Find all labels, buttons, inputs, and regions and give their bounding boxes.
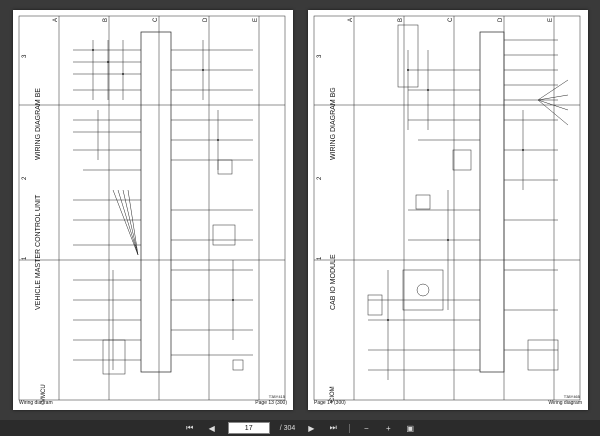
column-number: 2 bbox=[22, 176, 28, 180]
row-letter: E bbox=[253, 17, 259, 22]
wiring-diagram-be bbox=[18, 15, 286, 401]
last-page-icon[interactable]: ⏭ bbox=[329, 423, 337, 432]
row-letter: D bbox=[498, 17, 504, 22]
page-title: CAB IO MODULE bbox=[330, 254, 337, 310]
next-page-icon[interactable]: ▶ bbox=[308, 423, 315, 433]
column-number: 3 bbox=[317, 54, 323, 58]
viewer-toolbar: ⏮ ◀ 17 / 304 ▶ ⏭ − + ▣ bbox=[0, 420, 600, 436]
document-page-left: VMCU VEHICLE MASTER CONTROL UNIT WIRING … bbox=[13, 10, 293, 410]
row-letter: E bbox=[548, 17, 554, 22]
toolbar-divider bbox=[349, 423, 351, 433]
document-page-right: CIOM CAB IO MODULE WIRING DIAGRAM BG Pag… bbox=[308, 10, 588, 410]
page-total: / 304 bbox=[279, 424, 296, 432]
column-number: 2 bbox=[317, 176, 323, 180]
row-letter: B bbox=[398, 17, 404, 22]
page-number-input[interactable]: 17 bbox=[227, 422, 270, 434]
row-letter: A bbox=[348, 17, 354, 22]
row-letter: A bbox=[53, 17, 59, 22]
fit-page-icon[interactable]: ▣ bbox=[406, 423, 415, 433]
diagram-title: WIRING DIAGRAM BE bbox=[35, 88, 42, 160]
footer-right: Page 13 (300) bbox=[255, 400, 287, 406]
footer-right: Wiring diagram bbox=[548, 400, 582, 406]
diagram-title: WIRING DIAGRAM BG bbox=[330, 87, 337, 160]
figure-code: T38Y465 bbox=[563, 394, 580, 399]
row-letter: C bbox=[153, 17, 159, 22]
column-number: 3 bbox=[22, 54, 28, 58]
page-title: VEHICLE MASTER CONTROL UNIT bbox=[35, 194, 42, 310]
row-letter: B bbox=[103, 17, 109, 22]
footer-left: Wiring diagram bbox=[19, 400, 53, 406]
zoom-in-icon[interactable]: + bbox=[385, 423, 391, 433]
footer-left: Page 14 (300) bbox=[314, 400, 346, 406]
zoom-out-icon[interactable]: − bbox=[363, 423, 369, 433]
column-number: 1 bbox=[22, 256, 28, 260]
row-letter: D bbox=[203, 17, 209, 22]
first-page-icon[interactable]: ⏮ bbox=[186, 423, 194, 432]
row-letter: C bbox=[448, 17, 454, 22]
wiring-diagram-bg bbox=[313, 15, 581, 401]
column-number: 1 bbox=[317, 256, 323, 260]
figure-code: T38Y415 bbox=[268, 394, 285, 399]
previous-page-icon[interactable]: ◀ bbox=[208, 423, 215, 433]
